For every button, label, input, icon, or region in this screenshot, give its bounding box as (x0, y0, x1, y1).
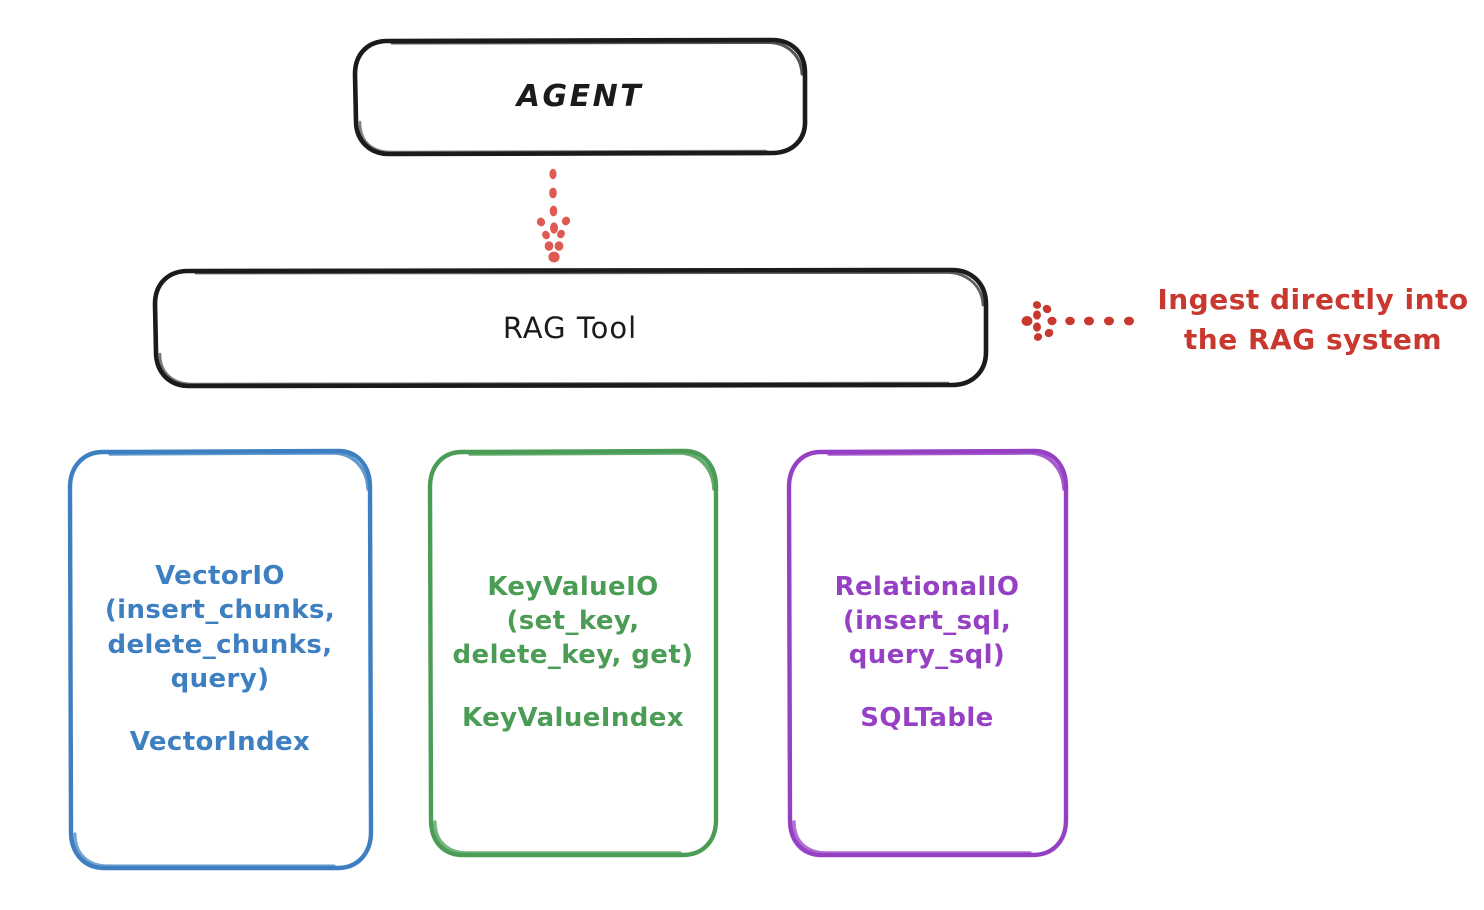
relational-io-box[interactable] (786, 448, 1069, 858)
ingest-arrow (1021, 301, 1134, 341)
key-value-io-box[interactable] (427, 448, 719, 858)
agent-box[interactable] (352, 37, 808, 157)
rag-tool-box[interactable] (152, 267, 989, 389)
vector-io-box[interactable] (67, 448, 374, 871)
agent-to-rag-tool-arrow (536, 168, 571, 263)
